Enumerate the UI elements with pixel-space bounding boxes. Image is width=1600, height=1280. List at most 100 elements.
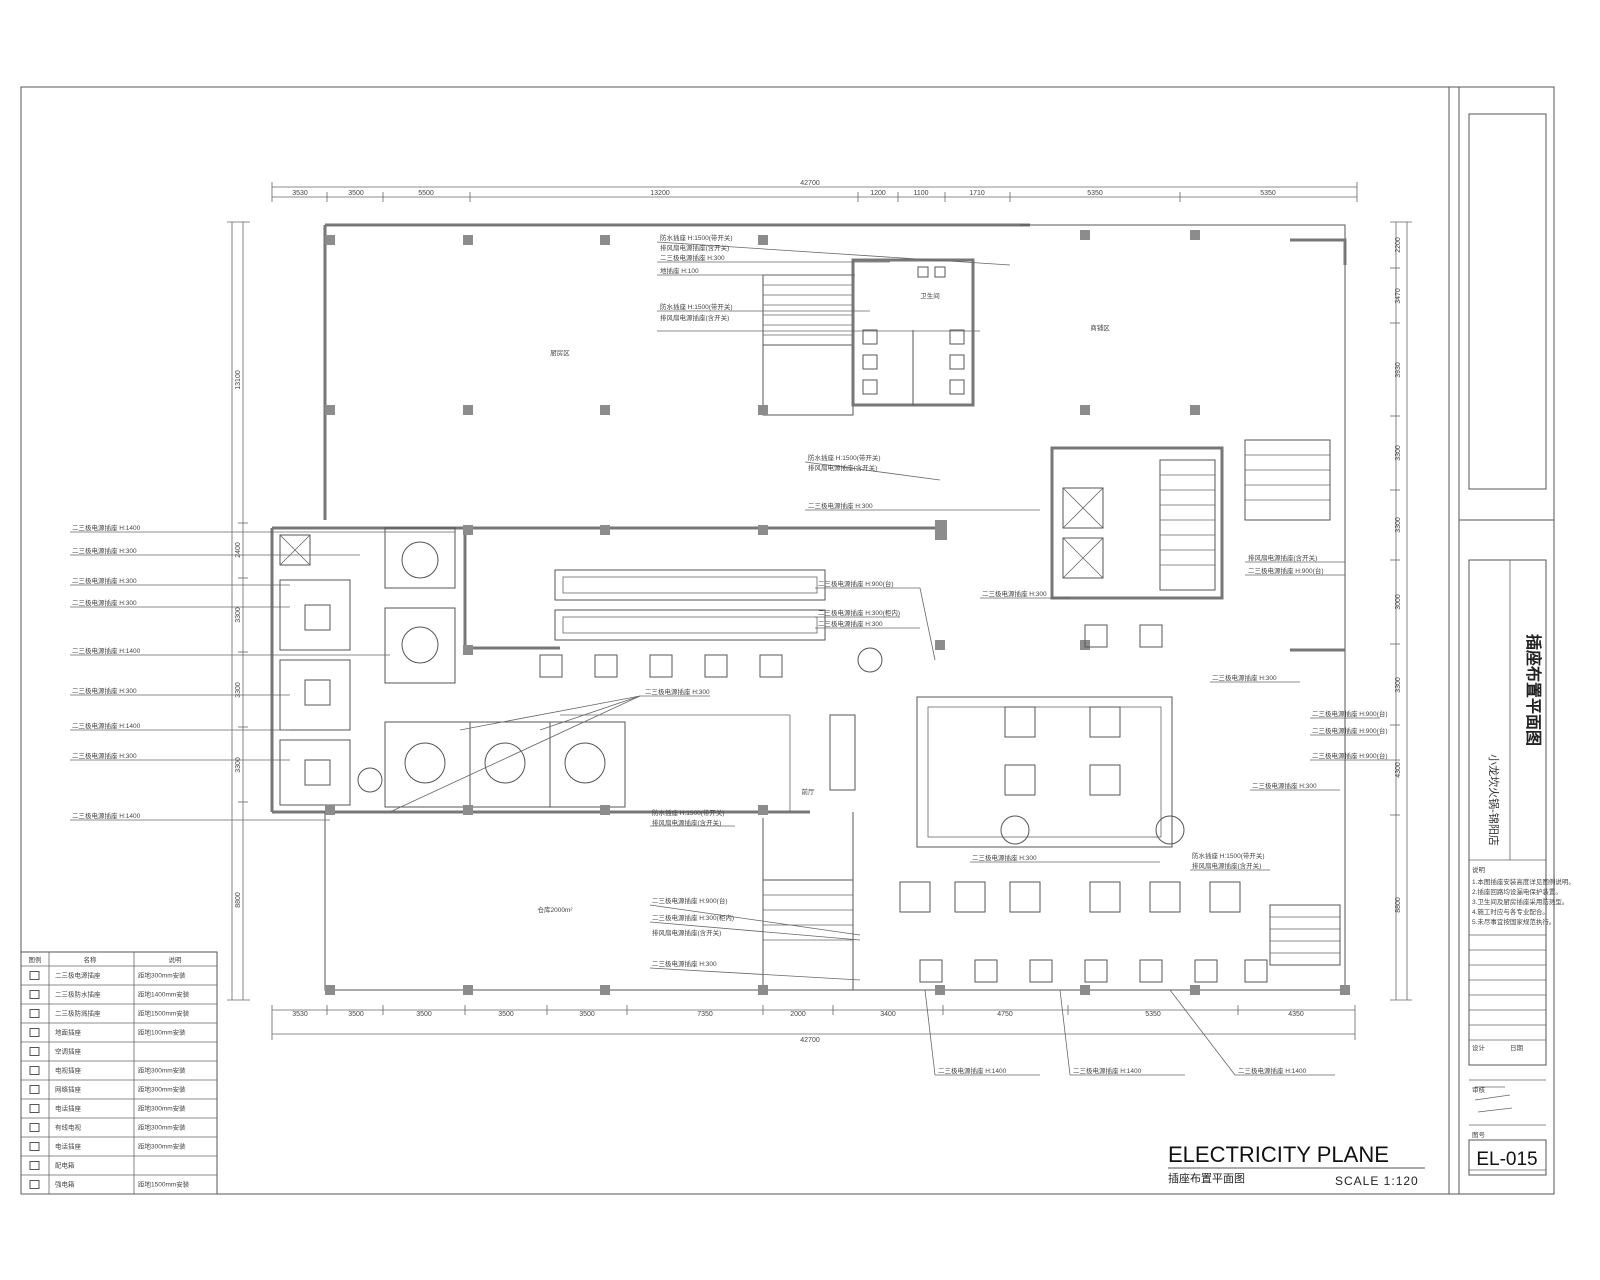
right-dimension-chain: 2200 3470 3930 3300 3300 3000 3300 4300 … (1390, 221, 1412, 1001)
bottom-dim-8: 3400 (880, 1011, 896, 1018)
top-dim-4: 13200 (650, 190, 670, 197)
bottom-dim-11: 4350 (1288, 1011, 1304, 1018)
bottom-dim-9: 4750 (997, 1011, 1013, 1018)
top-overall-dim: 42700 (800, 180, 820, 187)
annot-bar-1: 二三极电源插座 H:300 (972, 853, 1037, 862)
date-label: 日期 (1510, 1044, 1524, 1052)
annot-esc-1: 二三极电源插座 H:900(台) (818, 579, 893, 588)
annot-left-6: 二三极电源插座 H:300 (72, 686, 137, 695)
annot-esc-3: 二三极电源插座 H:300 (818, 619, 883, 628)
drawing-title-main: ELECTRICITY PLANE (1168, 1142, 1389, 1167)
legend-header-note: 说明 (169, 955, 183, 964)
right-dim-3: 3930 (1395, 362, 1402, 378)
legend-item-note: 距地1500mm安装 (138, 1009, 190, 1018)
legend-item-name: 二三极防水插座 (55, 990, 101, 999)
right-dim-6: 3000 (1395, 594, 1402, 610)
left-dim-2: 2400 (235, 542, 242, 558)
bottom-dim-1: 3530 (292, 1011, 308, 1018)
room-labels: 厨房区 商铺区 仓库2000m² 卫生间 前厅 (537, 291, 1110, 914)
annot-right-7: 二三极电源插座 H:300 (1252, 781, 1317, 790)
legend-item-note: 距地100mm安装 (138, 1028, 186, 1037)
drawing-no-label: 图号 (1472, 1131, 1486, 1139)
annot-top-2: 排风扇电源插座(含开关) (660, 243, 729, 252)
room-label-lobby: 前厅 (802, 787, 816, 796)
sheet-border (20, 86, 1555, 1195)
annot-left-8: 二三极电源插座 H:300 (72, 751, 137, 760)
annot-bottom-2: 二三极电源插座 H:1400 (1073, 1066, 1142, 1075)
legend-item-name: 空调插座 (55, 1047, 82, 1056)
left-dimension-chain: 13100 2400 3300 3300 3300 8800 (227, 221, 250, 1001)
right-dim-2: 3470 (1395, 288, 1402, 304)
top-dim-7: 1710 (969, 190, 985, 197)
bottom-dim-6: 7350 (697, 1011, 713, 1018)
title-block: EL-015 插座布置平面图 小龙坎火锅-锦阳店 说明 1.本图插座安装高度详见… (1459, 113, 1575, 1176)
annot-right-2: 二三极电源插座 H:900(台) (1248, 566, 1323, 575)
socket-annotations: 二三极电源插座 H:1400 二三极电源插座 H:300 二三极电源插座 H:3… (70, 233, 1400, 1076)
legend-table: 图例 名称 说明 二三极电源插座距地300mm安装二三极防水插座距地1400mm… (20, 951, 218, 1195)
annot-right-6: 二三极电源插座 H:900(台) (1312, 751, 1387, 760)
legend-symbol-icon (29, 1047, 40, 1056)
note-line: 5.未尽事宜按国家规范执行。 (1472, 917, 1555, 926)
notes-heading: 说明 (1472, 865, 1486, 874)
annot-mid-1: 防水插座 H:1500(带开关) (808, 453, 881, 462)
legend-symbol-icon (29, 1104, 40, 1113)
legend-symbol-icon (29, 1180, 40, 1189)
annot-left-7: 二三极电源插座 H:1400 (72, 721, 141, 730)
legend-symbol-icon (29, 1123, 40, 1132)
annot-right-4: 二三极电源插座 H:900(台) (1312, 709, 1387, 718)
annot-right-5: 二三极电源插座 H:900(台) (1312, 726, 1387, 735)
annot-left-4: 二三极电源插座 H:300 (72, 598, 137, 607)
legend-symbol-icon (29, 1066, 40, 1075)
legend-symbol-icon (29, 1142, 40, 1151)
left-dim-3: 3300 (235, 607, 242, 623)
legend-item-note: 距地300mm安装 (138, 1123, 186, 1132)
top-dim-9: 5350 (1260, 190, 1276, 197)
drawing-scale: SCALE 1:120 (1335, 1174, 1419, 1188)
legend-item-name: 网络插座 (55, 1085, 82, 1094)
annot-hall-4: 二三极电源插座 H:300(柜内) (652, 913, 734, 922)
legend-item-name: 有线电视 (55, 1123, 82, 1132)
bottom-dim-5: 3500 (579, 1011, 595, 1018)
note-line: 1.本图插座安装高度详见图例说明。 (1472, 877, 1575, 886)
drawing-title: ELECTRICITY PLANE 插座布置平面图 SCALE 1:120 (1168, 1142, 1425, 1188)
note-line: 4.施工时应与各专业配合。 (1472, 907, 1549, 916)
room-label-warehouse: 仓库2000m² (537, 905, 573, 914)
annot-top-4: 地插座 H:100 (660, 266, 699, 275)
legend-item-note: 距地1400mm安装 (138, 990, 190, 999)
bottom-dim-7: 2000 (790, 1011, 806, 1018)
bottom-dim-3: 3500 (416, 1011, 432, 1018)
right-dim-4: 3300 (1395, 445, 1402, 461)
notes-rows: 1.本图插座安装高度详见图例说明。2.插座回路均设漏电保护装置。3.卫生间及厨房… (1472, 877, 1575, 926)
legend-item-note: 距地300mm安装 (138, 1142, 186, 1151)
columns (325, 230, 1350, 995)
left-dim-7: 8800 (235, 892, 242, 908)
legend-symbol-icon (29, 990, 40, 999)
top-dim-6: 1100 (913, 190, 928, 197)
building-walls (270, 223, 1347, 991)
top-dimension-chain: 42700 3530 3500 5500 13200 1200 1100 171… (271, 180, 1358, 202)
annot-hall-6: 二三极电源插座 H:300 (652, 959, 717, 968)
annot-hall-5: 排风扇电源插座(含开关) (652, 928, 721, 937)
annot-hall-3: 二三极电源插座 H:900(台) (652, 896, 727, 905)
legend-item-name: 二三极防溅插座 (55, 1009, 101, 1018)
annot-mid-2: 排风扇电源插座(含开关) (808, 463, 877, 472)
annot-right-3: 二三极电源插座 H:300 (1212, 673, 1277, 682)
annot-esc-2: 二三极电源插座 H:300(柜内) (818, 608, 900, 617)
right-dim-9: 8800 (1395, 897, 1402, 913)
top-dim-2: 3500 (348, 190, 364, 197)
vertical-project-name: 小龙坎火锅-锦阳店 (1487, 754, 1501, 846)
drawing-title-sub: 插座布置平面图 (1168, 1171, 1245, 1185)
room-label-kitchen: 厨房区 (550, 348, 570, 357)
checker-label: 审核 (1472, 1085, 1486, 1094)
room-label-store-a: 商铺区 (1090, 323, 1110, 332)
room-label-toilet: 卫生间 (920, 291, 940, 300)
annot-room-1: 二三极电源插座 H:300 (645, 687, 710, 696)
annot-bottom-1: 二三极电源插座 H:1400 (938, 1066, 1007, 1075)
bottom-dimension-chain: 3530 3500 3500 3500 3500 7350 2000 3400 … (271, 1005, 1356, 1044)
note-line: 2.插座回路均设漏电保护装置。 (1472, 887, 1562, 896)
annot-left-3: 二三极电源插座 H:300 (72, 576, 137, 585)
legend-symbol-icon (29, 1085, 40, 1094)
annot-top-5: 防水插座 H:1500(带开关) (660, 302, 733, 311)
legend-item-name: 电话插座 (55, 1104, 82, 1113)
